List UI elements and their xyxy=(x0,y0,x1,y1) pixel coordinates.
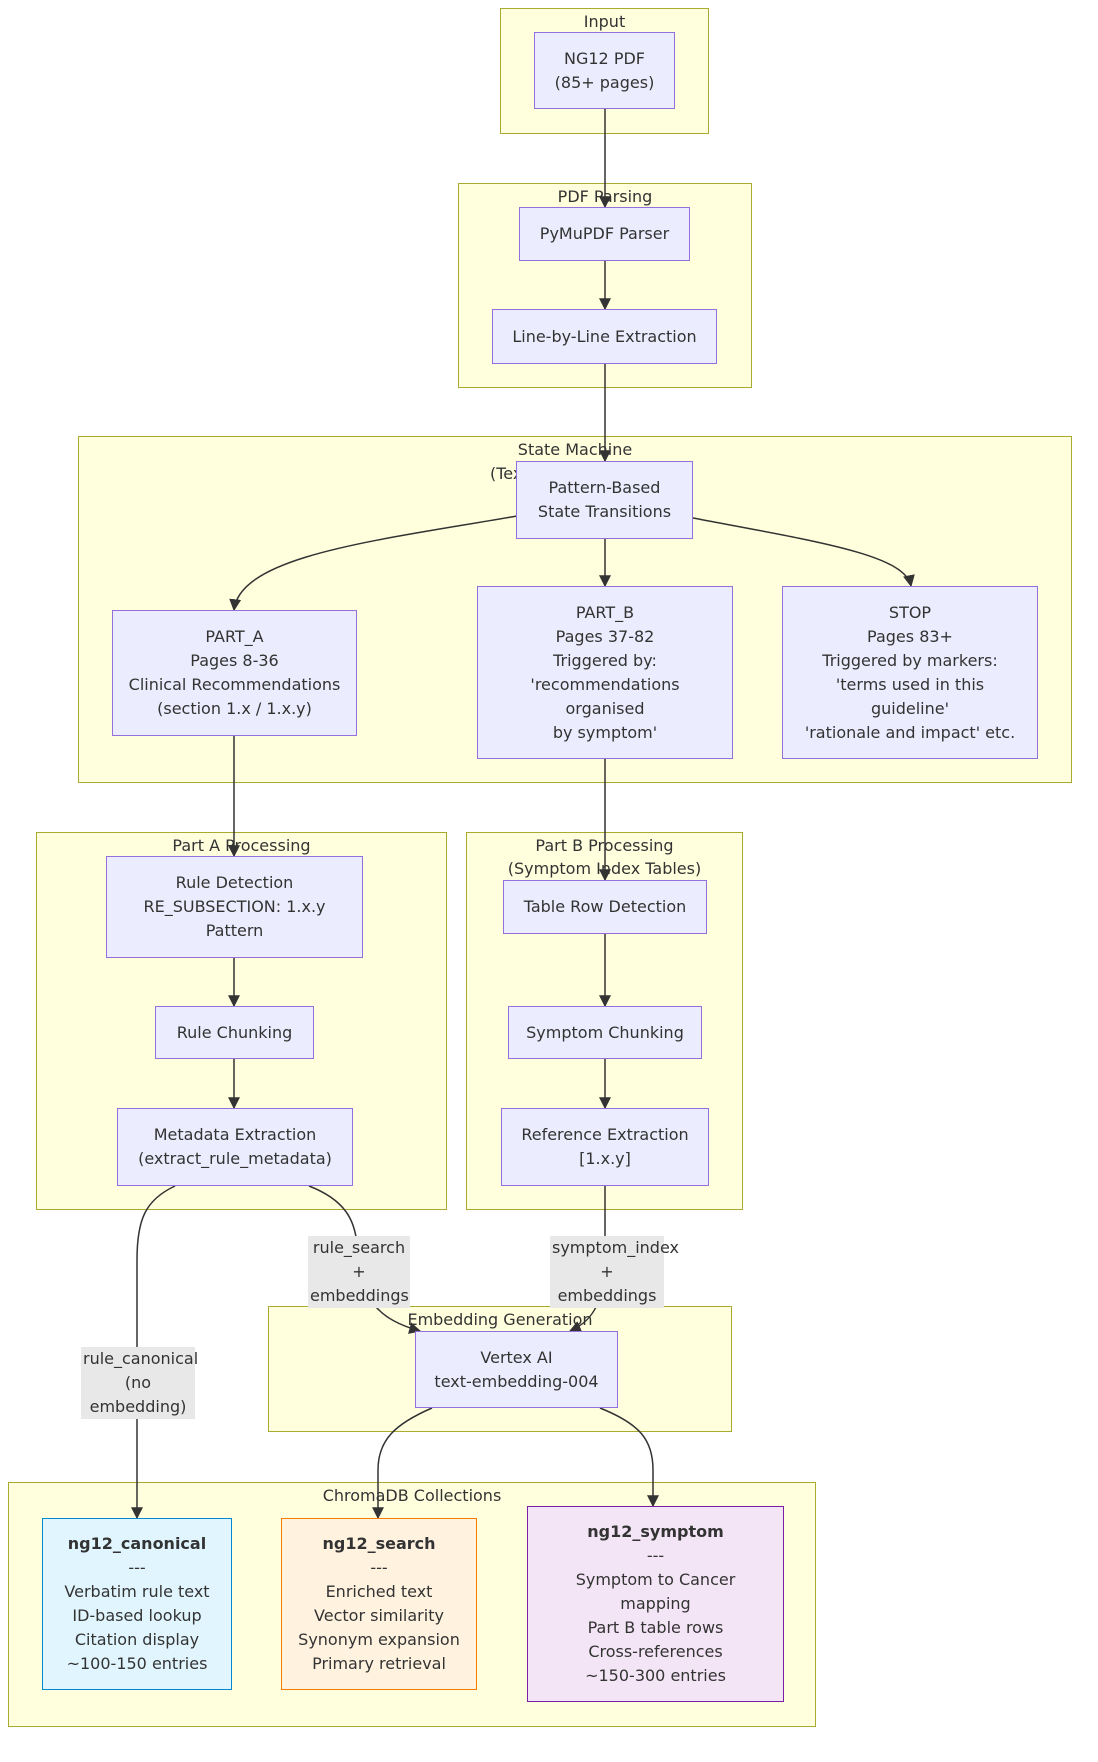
node-ng12-canonical: ng12_canonical --- Verbatim rule text ID… xyxy=(42,1518,232,1690)
edge-label-line: + embeddings xyxy=(310,1262,409,1305)
node-line: PART_A xyxy=(205,627,264,646)
node-part-a: PART_A Pages 8-36 Clinical Recommendatio… xyxy=(112,610,357,736)
edge-state-to-stop xyxy=(692,517,915,588)
node-line: mapping xyxy=(620,1594,691,1613)
node-state-transitions: Pattern-Based State Transitions xyxy=(516,461,693,539)
edge-state-to-part-a xyxy=(229,515,518,612)
node-ng12-symptom: ng12_symptom --- Symptom to Cancer mappi… xyxy=(527,1506,784,1702)
edge-vertex-to-search xyxy=(372,1407,433,1520)
node-line: Line-by-Line Extraction xyxy=(512,326,697,346)
node-line: guideline' xyxy=(870,698,949,718)
edge-vertex-to-symptom xyxy=(599,1407,659,1508)
node-line: NG12 PDF xyxy=(564,48,645,68)
node-line: organised xyxy=(565,698,645,718)
node-line: Symptom Chunking xyxy=(526,1022,684,1042)
node-line: Synonym expansion xyxy=(298,1630,460,1649)
node-line: Primary retrieval xyxy=(312,1654,446,1673)
cluster-title: ChromaDB Collections xyxy=(322,1486,502,1505)
cluster-title: Part A Processing xyxy=(172,836,311,855)
node-line: ~100-150 entries xyxy=(66,1654,208,1673)
edge-label-line: + embeddings xyxy=(557,1262,657,1305)
node-line: --- xyxy=(128,1558,146,1577)
cluster-subtitle: (Tex xyxy=(490,464,523,483)
node-line: Pages 37-82 xyxy=(555,626,655,646)
node-ng12-search: ng12_search --- Enriched text Vector sim… xyxy=(281,1518,477,1690)
node-line: Enriched text xyxy=(325,1582,433,1601)
node-line: RE_SUBSECTION: 1.x.y xyxy=(143,897,326,916)
node-line: text-embedding-004 xyxy=(434,1371,599,1391)
node-title: ng12_canonical xyxy=(67,1534,207,1553)
node-metadata-extraction: Metadata Extraction (extract_rule_metada… xyxy=(117,1108,353,1186)
cluster-title: Input xyxy=(583,12,626,31)
node-vertex-ai: Vertex AI text-embedding-004 xyxy=(415,1331,618,1408)
edge-metadata-to-canonical xyxy=(131,1185,176,1520)
node-line: State Transitions xyxy=(537,502,672,521)
node-table-row-detection: Table Row Detection xyxy=(503,880,707,934)
node-line: Clinical Recommendations xyxy=(128,675,341,694)
node-line-extraction: Line-by-Line Extraction xyxy=(492,309,717,364)
node-line: Rule Chunking xyxy=(176,1022,293,1042)
node-line: (section 1.x / 1.x.y) xyxy=(157,699,312,718)
node-rule-detection: Rule Detection RE_SUBSECTION: 1.x.y Patt… xyxy=(106,856,363,958)
cluster-title: Part B Processing xyxy=(535,836,674,855)
node-line: Vertex AI xyxy=(480,1347,553,1367)
node-line: Pattern-Based xyxy=(548,478,661,497)
node-line: by symptom' xyxy=(552,722,658,742)
edge-label-symptom-index: symptom_index + embeddings xyxy=(550,1236,679,1308)
node-line: --- xyxy=(370,1558,388,1577)
node-line: [1.x.y] xyxy=(579,1149,631,1168)
node-line: Vector similarity xyxy=(314,1606,444,1625)
cluster-title: State Machine xyxy=(517,440,633,459)
node-line: 'recommendations xyxy=(530,674,680,694)
node-line: (85+ pages) xyxy=(554,72,655,92)
node-line: --- xyxy=(646,1546,665,1565)
edge-label-line: (no embedding) xyxy=(89,1373,187,1416)
node-line: Pages 83+ xyxy=(867,626,953,646)
node-symptom-chunking: Symptom Chunking xyxy=(508,1006,702,1059)
node-rule-chunking: Rule Chunking xyxy=(155,1006,314,1059)
node-stop: STOP Pages 83+ Triggered by markers: 'te… xyxy=(782,586,1038,759)
node-line: Metadata Extraction xyxy=(153,1125,317,1144)
edge-label-line: rule_search xyxy=(312,1238,406,1257)
node-line: Verbatim rule text xyxy=(64,1582,210,1601)
node-line: PyMuPDF Parser xyxy=(539,224,670,243)
node-line: Table Row Detection xyxy=(523,897,687,916)
node-line: Triggered by: xyxy=(553,650,657,670)
node-pymupdf-parser: PyMuPDF Parser xyxy=(519,207,690,261)
node-line: 'rationale and impact' etc. xyxy=(804,722,1016,742)
node-title: ng12_search xyxy=(322,1534,436,1553)
node-line: Triggered by markers: xyxy=(822,650,998,670)
edge-label-line: rule_canonical xyxy=(83,1349,199,1368)
node-line: ~150-300 entries xyxy=(585,1666,726,1685)
node-ng12-pdf: NG12 PDF (85+ pages) xyxy=(534,32,675,109)
node-line: PART_B xyxy=(575,602,635,622)
edge-label-line: symptom_index xyxy=(552,1238,679,1257)
node-line: Part B table rows xyxy=(587,1618,724,1637)
node-line: Pages 8-36 xyxy=(190,651,279,670)
node-part-b: PART_B Pages 37-82 Triggered by: 'recomm… xyxy=(477,586,733,759)
node-line: Rule Detection xyxy=(175,873,294,892)
node-line: Cross-references xyxy=(588,1642,723,1661)
node-line: Symptom to Cancer xyxy=(575,1570,736,1589)
node-title: ng12_symptom xyxy=(587,1522,724,1541)
node-line: 'terms used in this xyxy=(835,674,985,694)
node-line: (extract_rule_metadata) xyxy=(138,1149,332,1168)
node-line: Reference Extraction xyxy=(521,1125,689,1144)
edge-label-rule-search: rule_search + embeddings xyxy=(308,1236,410,1308)
node-line: ID-based lookup xyxy=(72,1606,202,1625)
edge-label-rule-canonical: rule_canonical (no embedding) xyxy=(81,1347,199,1419)
node-line: Citation display xyxy=(74,1630,200,1649)
node-reference-extraction: Reference Extraction [1.x.y] xyxy=(501,1108,709,1186)
node-line: STOP xyxy=(888,602,932,622)
node-line: Pattern xyxy=(205,921,264,940)
